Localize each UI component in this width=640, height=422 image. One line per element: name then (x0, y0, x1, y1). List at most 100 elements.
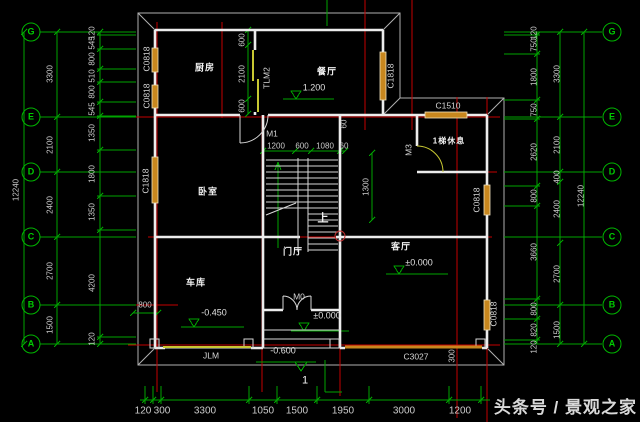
door-label-m3: M3 (403, 144, 414, 156)
dim-label: 1500 (45, 316, 55, 334)
level-label-dining: 1.200 (302, 82, 326, 93)
dim-label: 800 (87, 85, 97, 99)
dim-label: 2700 (45, 262, 55, 280)
dim-label: 600 (237, 33, 247, 47)
dim-label: 300 (447, 349, 457, 363)
dim-label: 3660 (529, 243, 539, 261)
axis-bubble-right-d: D (602, 162, 622, 182)
dim-label: 1200 (267, 141, 285, 151)
section-number: 1 (301, 374, 309, 387)
dim-label: 750 (529, 103, 539, 117)
door-label-m0: M0 (293, 291, 305, 302)
window-c1818-left (151, 156, 159, 204)
dim-label: 300 (153, 405, 171, 417)
door-label-m1: M1 (266, 128, 278, 139)
dim-label: 600 (295, 141, 309, 151)
door-label-tlm2: TLM2 (261, 67, 272, 89)
stair-up-label: 上 (317, 212, 329, 225)
dim-label: 4200 (87, 274, 97, 292)
room-label-garage: 车库 (185, 277, 207, 288)
level-label-garage: -0.450 (201, 307, 227, 318)
door-label-jlm: JLM (202, 350, 220, 361)
window-label-c0818: C0818 (488, 301, 499, 327)
window-c0818-right-1 (483, 184, 491, 216)
window-c1818-top (379, 51, 387, 101)
dim-label: 820 (529, 323, 539, 337)
dim-label: 1300 (361, 178, 371, 196)
window-label-c3027: C3027 (403, 351, 429, 362)
dim-label: 800 (87, 52, 97, 66)
room-label-kitchen: 厨房 (194, 62, 216, 73)
dim-label: 1200 (448, 405, 472, 417)
dim-label: 1950 (331, 405, 355, 417)
dim-label: 600 (237, 99, 247, 113)
dim-label: 3000 (392, 405, 416, 417)
level-label-outdoor: -0.600 (270, 345, 296, 356)
dim-label: 120 (134, 405, 152, 417)
watermark-banner: 头条号 / 景观之家 (493, 398, 637, 417)
section-circle-mark (334, 230, 346, 242)
dim-label: 400 (552, 170, 562, 184)
room-label-dining: 餐厅 (316, 66, 338, 77)
dim-label: 3300 (45, 65, 55, 83)
window-label-c1510: C1510 (435, 100, 461, 111)
dim-label: 545 (87, 102, 97, 116)
window-c0818-left-1 (151, 47, 159, 73)
room-label-landing: 1梯休息 (432, 136, 466, 146)
dim-label: 800 (529, 302, 539, 316)
dim-label: 1080 (316, 141, 334, 151)
axis-bubble-right-c: C (602, 227, 622, 247)
room-label-bedroom: 卧室 (197, 186, 219, 197)
window-c0818-left-2 (151, 84, 159, 109)
axis-bubble-left-b: B (21, 295, 41, 315)
axis-bubble-left-d: D (21, 162, 41, 182)
dim-label: 1500 (552, 321, 562, 339)
dim-label: 800 (529, 189, 539, 203)
axis-bubble-right-b: B (602, 295, 622, 315)
dim-label: 2100 (552, 136, 562, 154)
dim-label: 2100 (45, 136, 55, 154)
dim-label: 2700 (552, 265, 562, 283)
dim-label: 2400 (45, 196, 55, 214)
axis-bubble-right-a: A (602, 334, 622, 354)
level-label-living: ±0.000 (405, 257, 433, 268)
door-m0-swing (282, 295, 312, 311)
window-label-c1818: C1818 (385, 63, 396, 89)
dim-label: 750 (529, 38, 539, 52)
dim-label: 1800 (87, 165, 97, 183)
dim-label: 1350 (87, 124, 97, 142)
dim-label: 1500 (285, 405, 309, 417)
window-c0818-right-2 (483, 299, 491, 331)
axis-bubble-left-a: A (21, 334, 41, 354)
dim-label: 510 (87, 69, 97, 83)
dim-label: 2400 (552, 200, 562, 218)
dim-total-left: 12240 (11, 178, 21, 202)
dim-label: 1050 (251, 405, 275, 417)
dim-label: 1800 (529, 68, 539, 86)
dim-label: 120 (529, 340, 539, 354)
dim-label: 545 (87, 36, 97, 50)
level-label-entry: ±0.000 (313, 310, 341, 321)
axis-bubble-left-c: C (21, 227, 41, 247)
window-label-c0818: C0818 (471, 187, 482, 213)
window-label-c0818: C0818 (141, 83, 152, 109)
window-label-c1818: C1818 (140, 168, 151, 194)
door-m3-swing (416, 145, 444, 173)
doors (163, 50, 482, 349)
windows (151, 47, 491, 331)
dim-label: 3300 (552, 65, 562, 83)
axis-bubble-right-e: E (602, 107, 622, 127)
dim-label: 120 (87, 332, 97, 346)
dim-label: 2620 (529, 143, 539, 161)
eaves-outline (137, 12, 505, 366)
axis-bubble-left-e: E (21, 107, 41, 127)
room-label-living: 客厅 (390, 241, 412, 252)
dim-label: 2100 (237, 65, 247, 83)
dim-label: 60 (339, 141, 349, 151)
door-m1-swing (239, 114, 269, 144)
window-c1510 (424, 111, 468, 119)
dim-total-right: 12240 (576, 184, 586, 208)
axis-bubble-right-g: G (602, 22, 622, 42)
dim-label: 3300 (193, 405, 217, 417)
